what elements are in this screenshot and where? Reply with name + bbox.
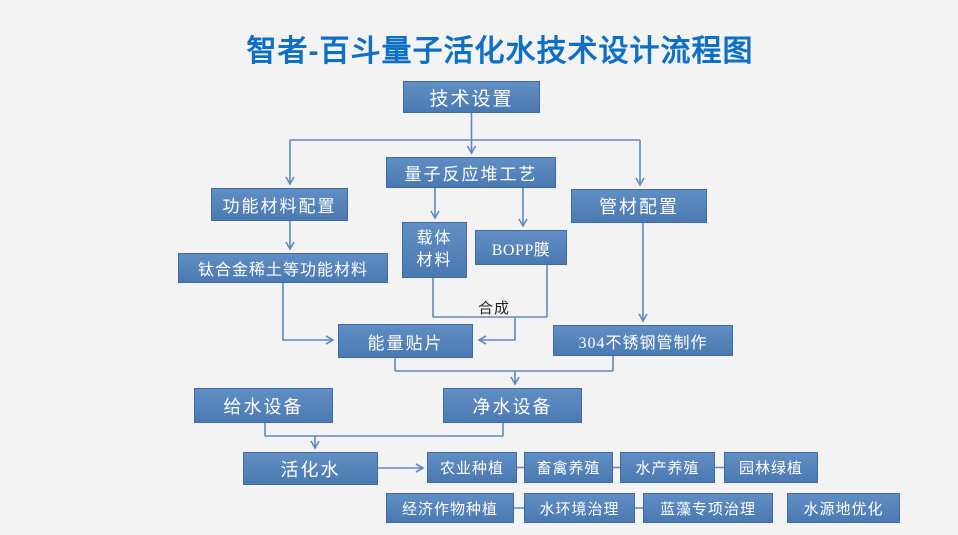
- connector-purify-junction: [394, 356, 614, 372]
- node-garden: 园林绿植: [724, 452, 818, 483]
- connector-activated-junction: [264, 423, 504, 437]
- node-energy-patch: 能量贴片: [338, 324, 473, 358]
- connector-titanium-to-energy: [282, 283, 335, 345]
- node-water-purify: 净水设备: [443, 388, 582, 423]
- node-water-source: 水源地优化: [787, 493, 900, 523]
- synthesis-label: 合成: [477, 301, 510, 317]
- page-title: 智者-百斗量子活化水技术设计流程图: [246, 35, 754, 68]
- connector-trunk: [290, 113, 640, 141]
- node-steel-pipe: 304不锈钢管制作: [553, 325, 733, 356]
- node-titanium-material: 钛合金稀土等功能材料: [178, 253, 388, 283]
- node-water-supply: 给水设备: [194, 388, 333, 423]
- connector-synthesis-junction: [432, 265, 548, 318]
- node-func-material-config: 功能材料配置: [211, 188, 348, 221]
- node-bopp-film: BOPP膜: [475, 230, 567, 265]
- node-water-env: 水环境治理: [524, 493, 635, 523]
- node-pipe-config: 管材配置: [571, 189, 707, 223]
- node-activated-water: 活化水: [243, 452, 378, 485]
- node-aquaculture: 水产养殖: [620, 452, 715, 483]
- connector-synthesis-to-energy: [477, 317, 516, 345]
- node-quantum-reactor: 量子反应堆工艺: [386, 157, 556, 188]
- node-agriculture: 农业种植: [427, 452, 517, 483]
- node-tech-setup: 技术设置: [403, 81, 540, 113]
- node-algae: 蓝藻专项治理: [643, 493, 773, 523]
- node-carrier-material: 载体材料: [402, 222, 467, 278]
- node-livestock: 畜禽养殖: [524, 452, 613, 483]
- node-cash-crops: 经济作物种植: [386, 493, 514, 523]
